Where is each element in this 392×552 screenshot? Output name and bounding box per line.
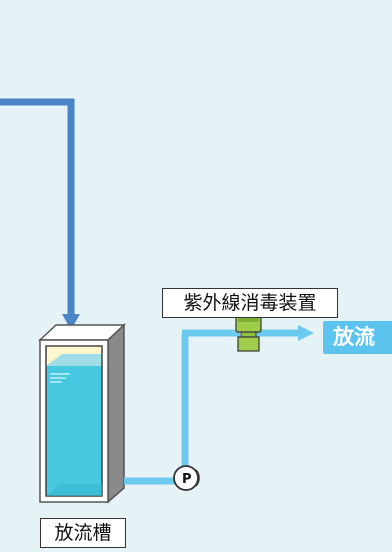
water-surface	[46, 354, 102, 366]
pump-label: P	[182, 472, 192, 487]
pump-icon: P	[173, 465, 200, 491]
water	[46, 366, 102, 496]
discharge-tank	[38, 323, 126, 504]
outflow-pipe	[124, 325, 314, 485]
uv-lamp-icon	[235, 313, 262, 352]
tank-label: 放流槽	[40, 518, 126, 548]
outflow-arrow-icon	[298, 325, 314, 341]
inflow-pipe	[0, 98, 80, 330]
outflow-badge: 放流	[323, 321, 392, 354]
uv-device-label: 紫外線消毒装置	[162, 288, 338, 318]
inflow-arrow-icon	[62, 314, 80, 330]
